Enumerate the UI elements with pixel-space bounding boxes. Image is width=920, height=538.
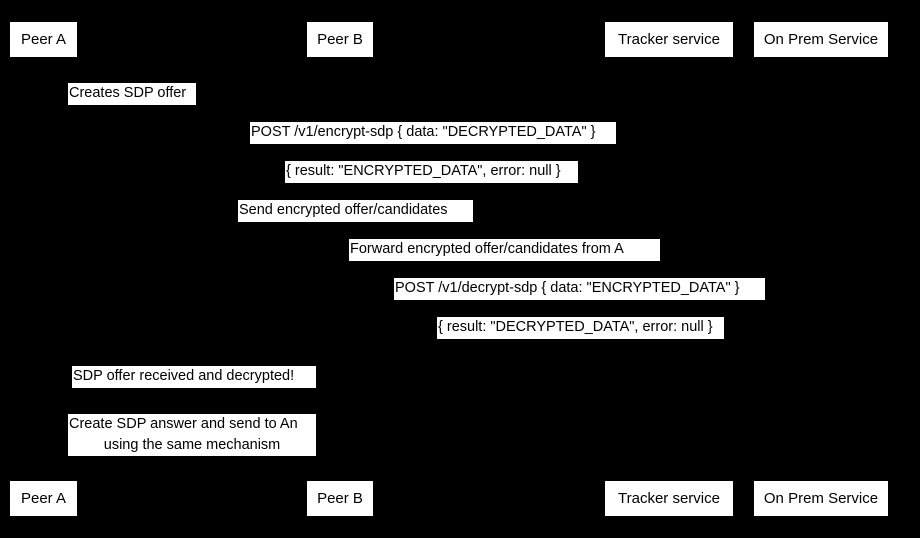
message-label-send-encrypted-offer-candidates: Send encrypted offer/candidates — [238, 200, 473, 222]
message-label-result-encrypted-data-error-null: { result: "ENCRYPTED_DATA", error: null … — [285, 161, 578, 183]
message-label-result-decrypted-data-error-null: { result: "DECRYPTED_DATA", error: null … — [437, 317, 724, 339]
note-line: Create SDP answer and send to An — [69, 416, 298, 432]
participant-label: Peer B — [317, 31, 363, 48]
participant-bottom-peer-a[interactable]: Peer A — [10, 481, 77, 516]
participant-top-peer-b[interactable]: Peer B — [307, 22, 373, 57]
participant-label: Tracker service — [618, 31, 720, 48]
participant-top-tracker-service[interactable]: Tracker service — [605, 22, 733, 57]
note-line: using the same mechanism — [103, 437, 281, 453]
message-label-sdp-offer-received-and-decrypted: SDP offer received and decrypted! — [72, 366, 316, 388]
participant-label: On Prem Service — [763, 490, 879, 507]
participant-label: Peer B — [317, 490, 363, 507]
participant-label: On Prem Service — [763, 31, 879, 48]
message-label-post-v1-decrypt-sdp-data-encrypted-data: POST /v1/decrypt-sdp { data: "ENCRYPTED_… — [394, 278, 765, 300]
participant-label: Peer A — [20, 31, 67, 48]
message-label-post-v1-encrypt-sdp-data-decrypted-data: POST /v1/encrypt-sdp { data: "DECRYPTED_… — [250, 122, 616, 144]
message-label-forward-encrypted-offer-candidates-from-: Forward encrypted offer/candidates from … — [349, 239, 660, 261]
participant-bottom-on-prem-service[interactable]: On Prem Service — [754, 481, 888, 516]
participant-bottom-peer-b[interactable]: Peer B — [307, 481, 373, 516]
participant-label: Tracker service — [618, 490, 720, 507]
message-label-creates-sdp-offer: Creates SDP offer — [68, 83, 196, 105]
participant-top-on-prem-service[interactable]: On Prem Service — [754, 22, 888, 57]
note-box-create-sdp-answer-and-send-to-an: Create SDP answer and send to An using th… — [68, 414, 316, 456]
participant-label: Peer A — [20, 490, 67, 507]
participant-bottom-tracker-service[interactable]: Tracker service — [605, 481, 733, 516]
participant-top-peer-a[interactable]: Peer A — [10, 22, 77, 57]
